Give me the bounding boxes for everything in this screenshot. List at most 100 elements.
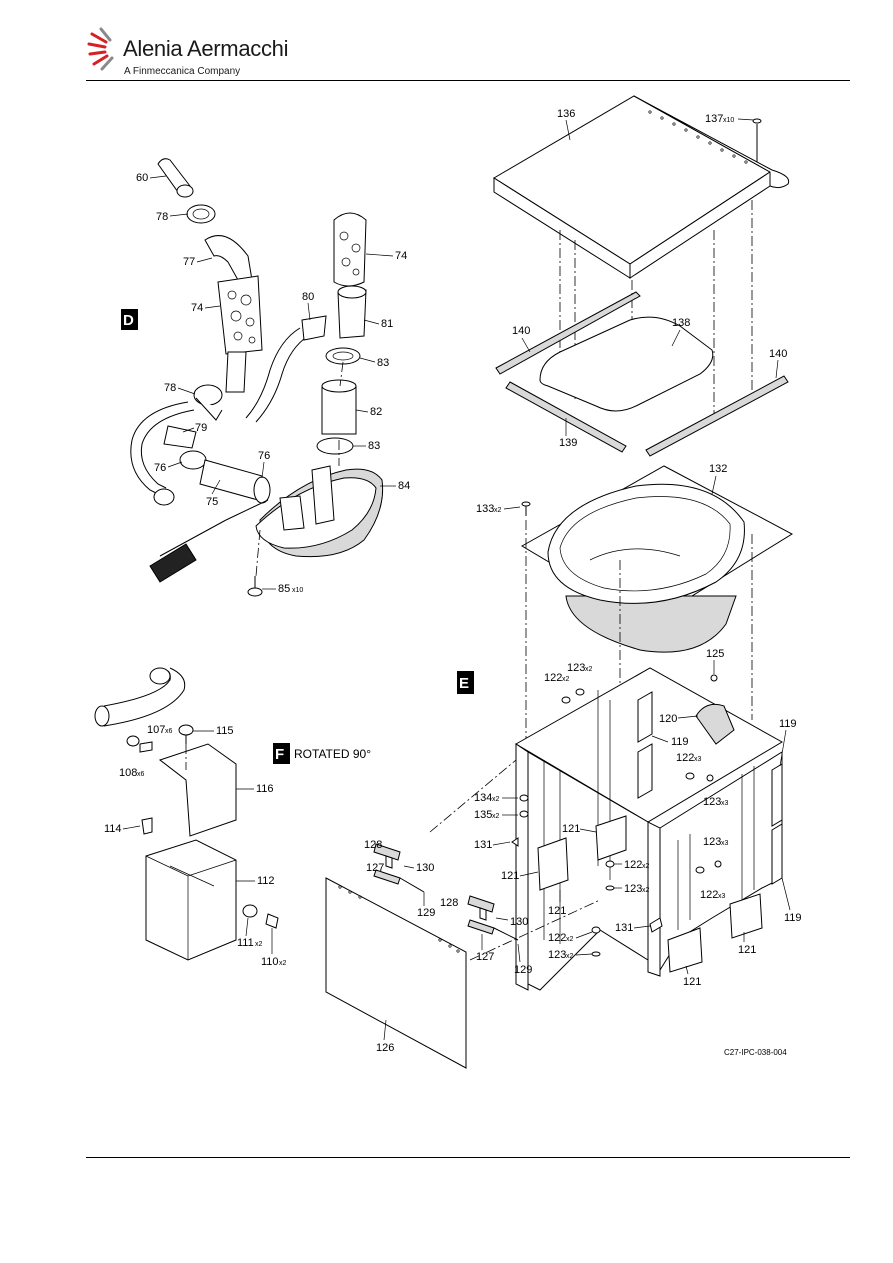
callout-137: 137 [705, 113, 723, 125]
view-f-letter: F [275, 746, 284, 763]
view-e-panel-callouts: 128 127 130 129 128 130 127 129 126 [364, 839, 532, 1054]
view-e-bowl [521, 465, 794, 740]
callout-122: 122 [700, 889, 718, 901]
callout-126: 126 [376, 1042, 394, 1054]
callout-122: 122 [548, 932, 566, 944]
view-e-letter: E [459, 675, 469, 692]
callout-107-qty: x6 [165, 728, 173, 735]
callout-74: 74 [191, 302, 203, 314]
callout-110: 110 [261, 956, 279, 968]
callout-111-qty: x2 [255, 941, 263, 948]
callout-140: 140 [769, 348, 787, 360]
brand-name: Alenia Aermacchi [123, 36, 289, 61]
callout-77: 77 [183, 256, 195, 268]
callout-60: 60 [136, 172, 148, 184]
footer-rule [86, 1157, 850, 1158]
callout-129: 129 [514, 964, 532, 976]
callout-82: 82 [370, 406, 382, 418]
callout-122-qty: x2 [566, 936, 574, 943]
callout-121: 121 [738, 944, 756, 956]
view-f-assembly [94, 667, 279, 961]
callout-107: 107 [147, 724, 165, 736]
callout-132: 132 [709, 463, 727, 475]
callout-123-qty: x2 [642, 887, 650, 894]
callout-114: 114 [104, 823, 122, 835]
callout-122-qty: x2 [642, 863, 650, 870]
callout-135-qty: x2 [492, 813, 500, 820]
view-d-tag [121, 309, 138, 330]
callout-123-qty: x3 [721, 840, 729, 847]
callout-76: 76 [154, 462, 166, 474]
callout-75: 75 [206, 496, 218, 508]
view-e-tag [457, 671, 474, 694]
callout-81: 81 [381, 318, 393, 330]
callout-80: 80 [302, 291, 314, 303]
callout-84: 84 [398, 480, 410, 492]
view-e-lid [493, 95, 790, 457]
callout-123-qty: x2 [566, 953, 574, 960]
figure-reference: C27-IPC-038-004 [724, 1048, 787, 1057]
callout-133: 133 [476, 503, 494, 515]
callout-135: 135 [474, 809, 492, 821]
callout-123: 123 [703, 836, 721, 848]
callout-123-qty: x3 [721, 800, 729, 807]
callout-128: 128 [440, 897, 458, 909]
callout-123: 123 [703, 796, 721, 808]
callout-140: 140 [512, 325, 530, 337]
callout-121: 121 [548, 905, 566, 917]
callout-119: 119 [779, 718, 797, 730]
callout-119: 119 [784, 912, 802, 924]
callout-121: 121 [683, 976, 701, 988]
callout-123: 123 [548, 949, 566, 961]
view-e-lid-callouts: 136 137 x10 140 138 140 139 [512, 108, 787, 449]
view-d-assembly [130, 158, 384, 597]
callout-123: 123 [567, 662, 585, 674]
view-f-note: ROTATED 90° [294, 747, 371, 761]
callout-112: 112 [257, 875, 275, 887]
callout-115: 115 [216, 725, 234, 737]
callout-79: 79 [195, 422, 207, 434]
callout-123: 123 [624, 883, 642, 895]
callout-108: 108 [119, 767, 137, 779]
callout-137-qty: x10 [723, 117, 734, 124]
callout-123-qty: x2 [585, 666, 593, 673]
view-e-frame-callouts: 125 123 x2 122 x2 120 119 119 122 x3 134… [474, 648, 802, 988]
brand-subtitle: A Finmeccanica Company [124, 66, 241, 77]
callout-78: 78 [164, 382, 176, 394]
view-f-callouts: 107 x6 115 108 x6 116 114 112 111 x2 110… [104, 724, 287, 968]
callout-120: 120 [659, 713, 677, 725]
callout-83: 83 [377, 357, 389, 369]
header-rule [86, 80, 850, 81]
view-f-tag [273, 743, 290, 764]
view-d-callouts: 60 78 77 74 74 80 81 83 82 83 78 79 76 7… [136, 172, 410, 595]
callout-76: 76 [258, 450, 270, 462]
callout-129: 129 [417, 907, 435, 919]
callout-122-qty: x3 [718, 893, 726, 900]
callout-85-qty: x10 [292, 587, 303, 594]
callout-130: 130 [416, 862, 434, 874]
view-e-frame [429, 667, 783, 991]
callout-133-qty: x2 [494, 507, 502, 514]
callout-116: 116 [256, 783, 274, 795]
alenia-logo-icon [87, 27, 114, 71]
callout-121: 121 [562, 823, 580, 835]
callout-119: 119 [671, 736, 689, 748]
callout-134-qty: x2 [492, 796, 500, 803]
callout-122: 122 [544, 672, 562, 684]
callout-121: 121 [501, 870, 519, 882]
view-e-panel [325, 843, 519, 1069]
view-e-bowl-callouts: 132 133 x2 [476, 463, 727, 515]
callout-134: 134 [474, 792, 492, 804]
callout-122: 122 [676, 752, 694, 764]
callout-131: 131 [615, 922, 633, 934]
callout-125: 125 [706, 648, 724, 660]
callout-122: 122 [624, 859, 642, 871]
callout-110-qty: x2 [279, 960, 287, 967]
callout-127: 127 [476, 951, 494, 963]
callout-131: 131 [474, 839, 492, 851]
callout-128: 128 [364, 839, 382, 851]
callout-85: 85 [278, 583, 290, 595]
callout-136: 136 [557, 108, 575, 120]
callout-130: 130 [510, 916, 528, 928]
